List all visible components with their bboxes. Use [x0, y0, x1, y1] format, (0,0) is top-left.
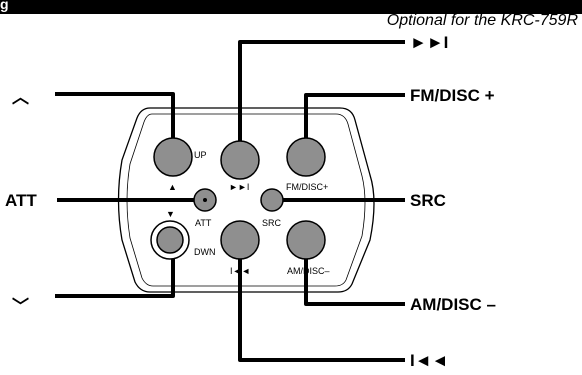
callout-skip-back: I◄◄ [410, 351, 448, 370]
remote-inner-outline [126, 113, 366, 287]
leader-am-disc [304, 259, 405, 306]
label-src: SRC [262, 218, 282, 228]
leader-up [55, 92, 175, 138]
callout-am-disc-minus: AM/DISC – [410, 295, 496, 314]
att-button-dot [203, 198, 207, 202]
am-disc-button[interactable] [286, 220, 326, 260]
fm-disc-button[interactable] [286, 137, 326, 177]
label-up-arrow: ▲ [168, 182, 177, 192]
callout-src: SRC [410, 191, 446, 210]
label-down-arrow: ▼ [166, 209, 175, 219]
callout-up: ︿ [12, 88, 29, 107]
label-skip-fwd: ►►I [229, 182, 249, 192]
label-att: ATT [195, 218, 212, 228]
skip-forward-button[interactable] [220, 140, 260, 180]
src-button[interactable] [260, 188, 284, 212]
label-up: UP [194, 150, 207, 160]
down-button-inner [156, 226, 184, 254]
leader-fm-disc [304, 93, 405, 138]
leader-skip-back [238, 259, 405, 362]
leader-down [55, 259, 175, 298]
subtitle: Optional for the KRC-759R [386, 12, 578, 29]
label-fm-disc: FM/DISC+ [286, 182, 328, 192]
callout-att: ATT [5, 191, 37, 210]
callout-down: ﹀ [12, 297, 29, 316]
callout-skip-fwd: ►►I [410, 33, 448, 52]
header-title: g [0, 0, 9, 12]
label-am-disc: AM/DISC– [287, 266, 330, 276]
label-dwn: DWN [194, 247, 216, 257]
header-bar: g [0, 0, 582, 14]
leader-skip-fwd [238, 40, 405, 141]
skip-back-button[interactable] [220, 220, 260, 260]
callout-fm-disc-plus: FM/DISC + [410, 86, 495, 105]
up-button[interactable] [153, 137, 193, 177]
